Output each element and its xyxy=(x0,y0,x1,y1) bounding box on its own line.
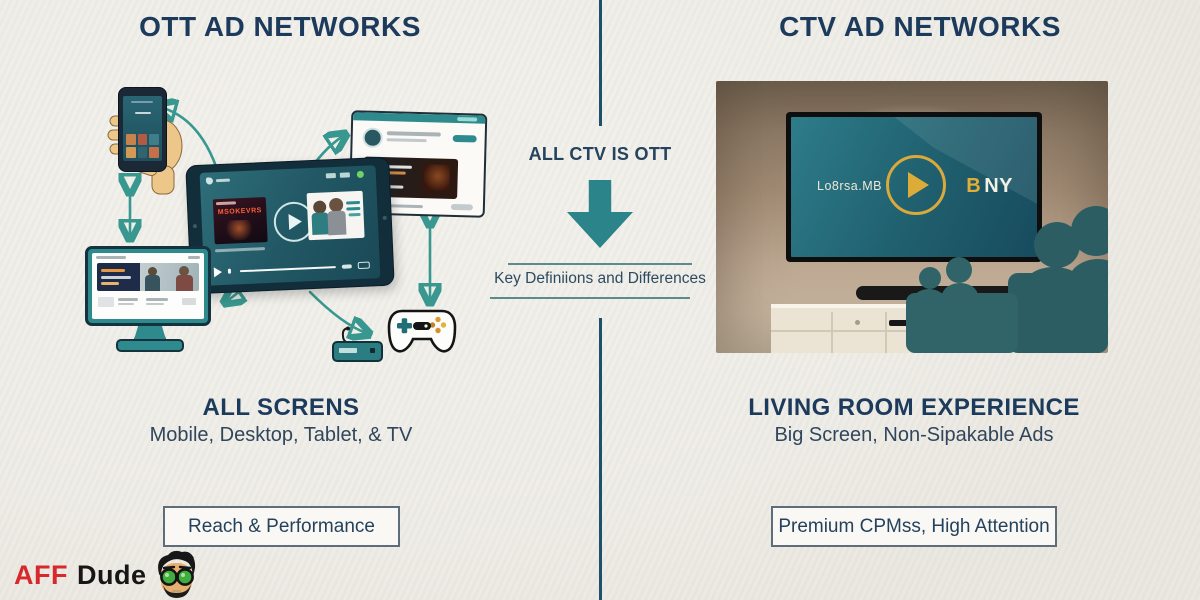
signal-icon xyxy=(325,172,336,179)
aff-dude-logo: AFF Dude xyxy=(14,550,200,600)
left-heading: ALL SCRENS xyxy=(202,394,360,421)
cabinet-handle xyxy=(855,320,860,325)
smartphone-thumbnails xyxy=(126,134,159,158)
divider-label-text: Key Definiions and Differences xyxy=(494,270,706,287)
divider-label-rule-bottom xyxy=(490,297,690,299)
divider-label-rule-top xyxy=(508,263,692,265)
follow-button[interactable] xyxy=(452,134,477,143)
right-subheading: Big Screen, Non-Sipakable Ads xyxy=(774,424,1054,446)
down-arrow-icon xyxy=(567,180,633,248)
game-controller-icon xyxy=(387,309,457,353)
battery-icon xyxy=(339,172,350,178)
progress-bar[interactable] xyxy=(239,265,336,273)
right-panel-title: CTV AD NETWORKS xyxy=(779,11,1061,42)
cable-icon xyxy=(341,326,350,343)
tv-play-icon xyxy=(886,155,946,215)
dude-mascot-icon xyxy=(158,550,196,598)
desktop-monitor-device xyxy=(85,246,211,326)
logo-text-accent: AFF xyxy=(14,559,68,590)
left-panel-title: OTT AD NETWORKS xyxy=(139,11,421,42)
video-tablet-screen: MSOKEVRS xyxy=(199,165,381,286)
web-banner xyxy=(97,263,199,291)
streaming-stick-device xyxy=(332,341,383,362)
post-avatar xyxy=(362,127,383,149)
center-divider-bottom xyxy=(599,318,602,600)
fullscreen-icon[interactable] xyxy=(357,261,370,270)
video-tablet-device: MSOKEVRS xyxy=(185,156,395,295)
logo-text-rest: Dude xyxy=(76,559,147,590)
premium-cpms-button[interactable]: Premium CPMss, High Attention xyxy=(771,506,1057,547)
movie-thumbnail xyxy=(306,190,365,241)
monitor-base xyxy=(116,339,184,352)
smartphone-device xyxy=(118,87,167,172)
center-divider-top xyxy=(599,0,602,126)
player-play-icon[interactable] xyxy=(213,267,223,278)
status-dot xyxy=(356,170,364,179)
left-subheading: Mobile, Desktop, Tablet, & TV xyxy=(149,424,413,446)
smartphone-screen xyxy=(123,96,162,161)
desktop-screen xyxy=(92,253,204,319)
reach-performance-button[interactable]: Reach & Performance xyxy=(163,506,400,547)
tv-screen-left-text: Lo8rsa.MB xyxy=(817,179,882,193)
center-claim-text: ALL CTV IS OTT xyxy=(528,144,672,164)
viewer-silhouettes xyxy=(906,206,1108,353)
right-heading: LIVING ROOM EXPERIENCE xyxy=(748,394,1080,421)
tv-brand-accent: B xyxy=(966,175,982,197)
tv-brand-rest: NY xyxy=(984,175,1013,197)
apple-logo-icon xyxy=(205,177,214,185)
concert-thumbnail: MSOKEVRS xyxy=(212,197,268,245)
